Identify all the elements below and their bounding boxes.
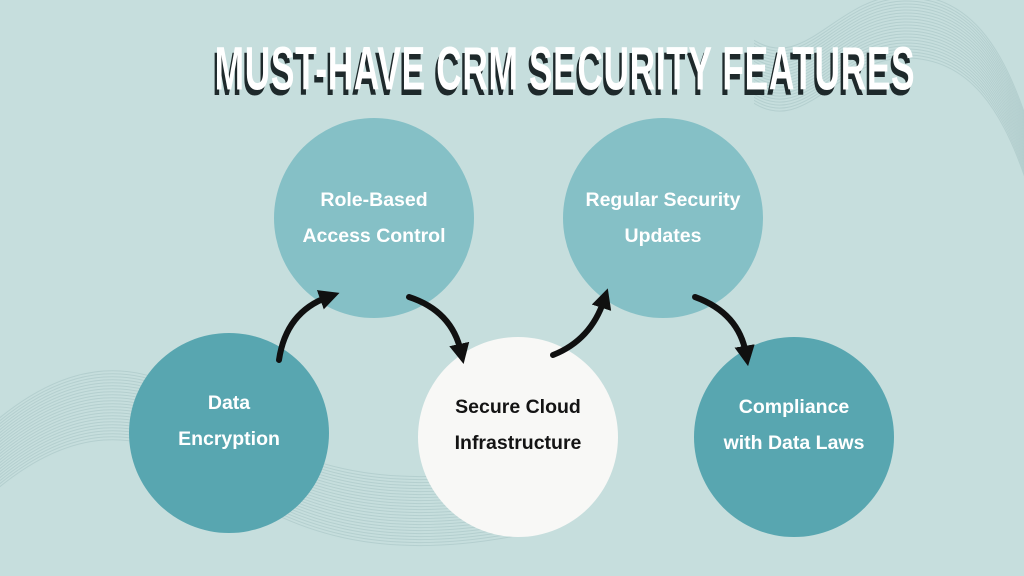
node-label-line: with Data Laws bbox=[723, 432, 865, 454]
node-regular-security-updates: Regular Security Updates bbox=[563, 118, 763, 318]
node-compliance-with-data-laws: Compliance with Data Laws bbox=[694, 337, 894, 537]
node-label-line: Encryption bbox=[178, 428, 280, 450]
page-title: MUST-HAVE CRM SECURITY FEATURES bbox=[0, 34, 1024, 104]
node-label-line: Data bbox=[207, 391, 251, 414]
node-secure-cloud-infrastructure: Secure Cloud Infrastructure bbox=[418, 337, 618, 537]
node-role-based-access-control: Role-Based Access Control bbox=[274, 118, 474, 318]
node-label-line: Updates bbox=[624, 225, 702, 247]
node-label-line: Infrastructure bbox=[454, 432, 582, 454]
node-label-line: Role-Based bbox=[320, 188, 428, 211]
node-label-line: Secure Cloud bbox=[455, 395, 581, 418]
page-title-text: MUST-HAVE CRM SECURITY FEATURES bbox=[214, 34, 916, 104]
node-label-line: Access Control bbox=[302, 225, 446, 247]
node-data-encryption: Data Encryption bbox=[129, 333, 329, 533]
node-label-line: Compliance bbox=[738, 395, 850, 418]
node-label-line: Regular Security bbox=[585, 188, 741, 211]
